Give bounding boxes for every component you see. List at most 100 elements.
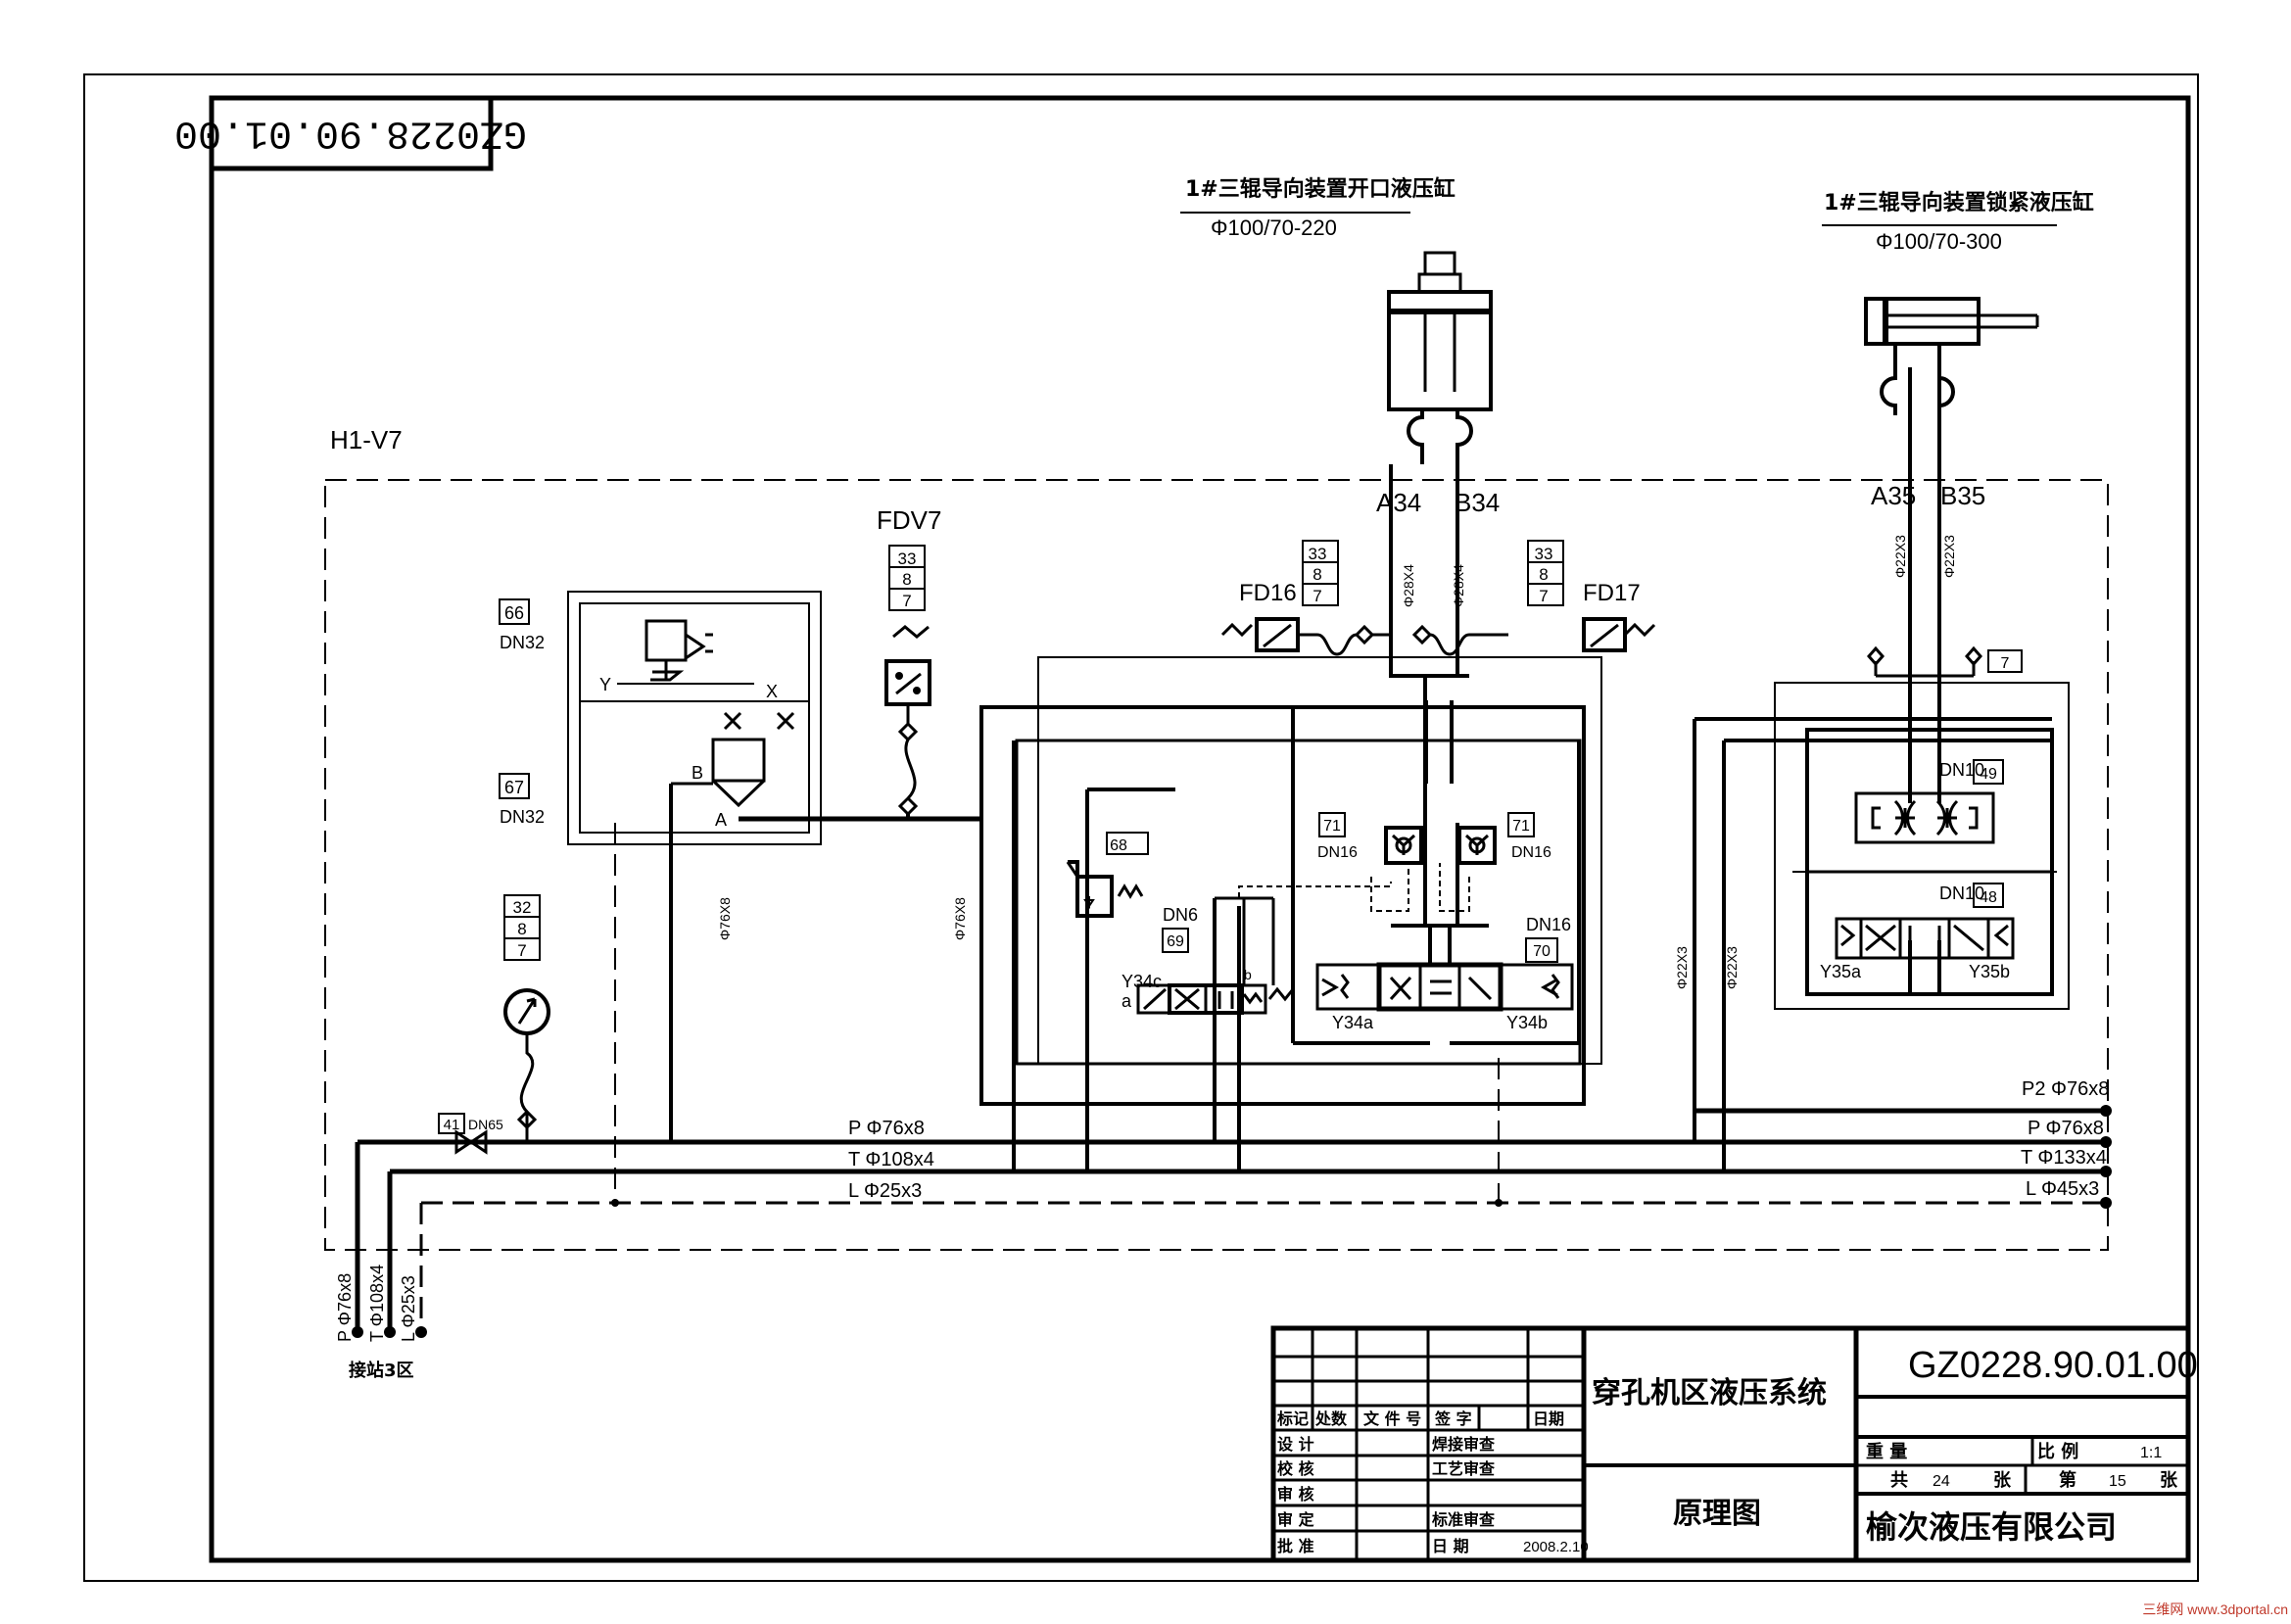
cylinder-2-title: 1#三辊导向装置锁紧液压缸 xyxy=(1824,190,2094,215)
tb-row-ratify: 批 准 xyxy=(1277,1537,1314,1555)
fdv7-num-2: 8 xyxy=(902,570,911,589)
pipe-v6: Φ22X3 xyxy=(1941,535,1957,578)
right-sol-a: Y35a xyxy=(1820,962,1862,981)
bottom-label-l: L Φ25x3 xyxy=(399,1275,418,1342)
pipeline-end-dots xyxy=(352,1105,2112,1338)
cylinder-1-spec: Φ100/70-220 xyxy=(1211,215,1337,240)
watermark: 三维网 www.3dportal.cn xyxy=(2142,1601,2288,1617)
fdv7-tag: FDV7 xyxy=(877,505,941,535)
title-block-header: 标记 处数 文 件 号 签 字 日期 xyxy=(1276,1409,1564,1428)
tb-row-design-check: 焊接审查 xyxy=(1432,1435,1495,1454)
valve-48 xyxy=(1835,917,2015,960)
system-label: H1-V7 xyxy=(330,425,403,454)
check-left-dn: DN16 xyxy=(1317,844,1358,861)
valve-dn6-num: 69 xyxy=(1167,933,1184,950)
tb-row-date-value: 2008.2.10 xyxy=(1523,1539,1589,1555)
tb-row-approve-check: 标准审查 xyxy=(1431,1510,1495,1529)
tb-page-value: 15 xyxy=(2109,1473,2126,1490)
ball-valve-num: 41 xyxy=(444,1117,460,1133)
drawing-number-box: GZ0228.90.01.00 xyxy=(174,95,527,171)
pipe-label-p: P Φ76x8 xyxy=(2028,1118,2104,1139)
check-left-num: 71 xyxy=(1323,818,1341,835)
relief-port-y: Y xyxy=(599,675,611,694)
tb-row-check-check: 工艺审查 xyxy=(1432,1459,1495,1478)
port-b35: B35 xyxy=(1940,481,1985,510)
tb-h-mark: 标记 xyxy=(1276,1409,1309,1428)
gauge-num-2: 8 xyxy=(517,920,526,938)
tb-row-check: 校 核 xyxy=(1277,1459,1314,1478)
tb-row-review: 审 核 xyxy=(1277,1485,1314,1504)
fd17-valve: 33 8 7 FD17 xyxy=(1411,540,1656,656)
gauge-num-3: 7 xyxy=(517,941,526,960)
check-valve-left: 71 DN16 xyxy=(1317,812,1423,912)
cylinder-1-title: 1#三辊导向装置开口液压缸 xyxy=(1185,176,1456,202)
ball-valve: 41 DN65 xyxy=(438,1113,503,1155)
valve-dn6-port-a: a xyxy=(1122,991,1132,1011)
pipe-v5: Φ22X3 xyxy=(1892,535,1908,578)
drawing-number-rotated: GZ0228.90.01.00 xyxy=(174,110,527,154)
pipe-v4: Φ28X4 xyxy=(1451,564,1466,607)
valve-dn6-port-b: b xyxy=(1244,967,1252,982)
fd17-tag: FD17 xyxy=(1583,580,1641,606)
valve-dn6-dn: DN6 xyxy=(1163,905,1198,925)
tb-sheets-word: 张 xyxy=(1993,1470,2012,1491)
fd16-num-2: 8 xyxy=(1313,565,1321,584)
main-pipelines xyxy=(355,1108,2106,1332)
title-block-rows: 设 计 焊接审查 校 核 工艺审查 审 核 审 定 标准审查 批 准 日 期 2… xyxy=(1277,1435,1589,1555)
gauge-num-1: 32 xyxy=(513,898,532,917)
tb-total-label: 共 xyxy=(1890,1470,1908,1491)
right-valve-block xyxy=(1693,367,2070,1171)
throttle-valve-49 xyxy=(1854,791,1995,844)
tb-scale-value: 1:1 xyxy=(2140,1445,2162,1461)
tb-drawing-no: GZ0228.90.01.00 xyxy=(1908,1345,2198,1386)
relief-dn-bot: DN32 xyxy=(500,807,545,827)
cylinder-2: 1#三辊导向装置锁紧液压缸 Φ100/70-300 A35 B35 xyxy=(1822,190,2094,510)
pipe-v8: Φ22X3 xyxy=(1724,946,1740,989)
fdv7-valve: FDV7 33 8 7 xyxy=(877,505,941,819)
tb-system-name: 穿孔机区液压系统 xyxy=(1592,1376,1827,1410)
tb-row-design: 设 计 xyxy=(1277,1435,1314,1454)
tb-company: 榆次液压有限公司 xyxy=(1866,1508,2117,1546)
valve-dn16-sol-a: Y34a xyxy=(1332,1013,1374,1032)
valve-dn16-num: 70 xyxy=(1533,943,1551,960)
valve-dn16-dn: DN16 xyxy=(1526,915,1571,934)
tb-h-doc: 文 件 号 xyxy=(1363,1409,1421,1428)
pipe-label-t-right: T Φ133x4 xyxy=(2021,1147,2107,1169)
outer-frame xyxy=(83,73,2199,1582)
relief-port-b: B xyxy=(692,763,703,783)
check-right-num: 71 xyxy=(1512,818,1530,835)
check-right-dn: DN16 xyxy=(1511,844,1551,861)
tb-total-value: 24 xyxy=(1933,1473,1950,1490)
tb-weight: 重 量 xyxy=(1866,1441,1907,1462)
pipe-v1: Φ76X8 xyxy=(717,897,733,940)
fd16-num-3: 7 xyxy=(1313,587,1321,605)
right-side-num: 7 xyxy=(2001,655,2010,672)
tb-sheet-type: 原理图 xyxy=(1673,1497,1761,1531)
title-block xyxy=(1270,1325,2191,1563)
valve-dn6: DN6 69 Y34c a b xyxy=(1122,882,1392,1015)
pipe-v7: Φ22X3 xyxy=(1674,946,1690,989)
pipe-v2: Φ76X8 xyxy=(952,897,968,940)
valve-dn16: DN16 70 Y34a Y34b xyxy=(1315,915,1574,1032)
relief-num-top: 66 xyxy=(504,603,524,623)
port-a34: A34 xyxy=(1376,488,1421,517)
valve-dn6-sol: Y34c xyxy=(1122,972,1162,991)
pipe-label-t-mid: T Φ108x4 xyxy=(848,1149,934,1170)
right-num-top: 49 xyxy=(1980,766,1997,783)
pressure-gauge: 32 8 7 xyxy=(503,894,550,1142)
tb-row-approve: 审 定 xyxy=(1277,1510,1314,1529)
relief-port-x: X xyxy=(766,682,778,701)
tb-page-word: 张 xyxy=(2160,1470,2178,1491)
tb-h-sign: 签 字 xyxy=(1434,1409,1472,1428)
acc-num: 68 xyxy=(1110,837,1127,854)
pipe-label-p-mid: P Φ76x8 xyxy=(848,1118,925,1139)
inner-frame xyxy=(209,95,2191,1563)
fd16-tag: FD16 xyxy=(1239,580,1297,606)
pipe-label-p2: P2 Φ76x8 xyxy=(2022,1078,2109,1100)
relief-port-a: A xyxy=(715,810,727,830)
pipe-v3: Φ28X4 xyxy=(1401,564,1416,607)
right-test-points xyxy=(1867,645,1982,667)
relief-num-bot: 67 xyxy=(504,778,524,797)
fd17-num-1: 33 xyxy=(1535,545,1553,563)
